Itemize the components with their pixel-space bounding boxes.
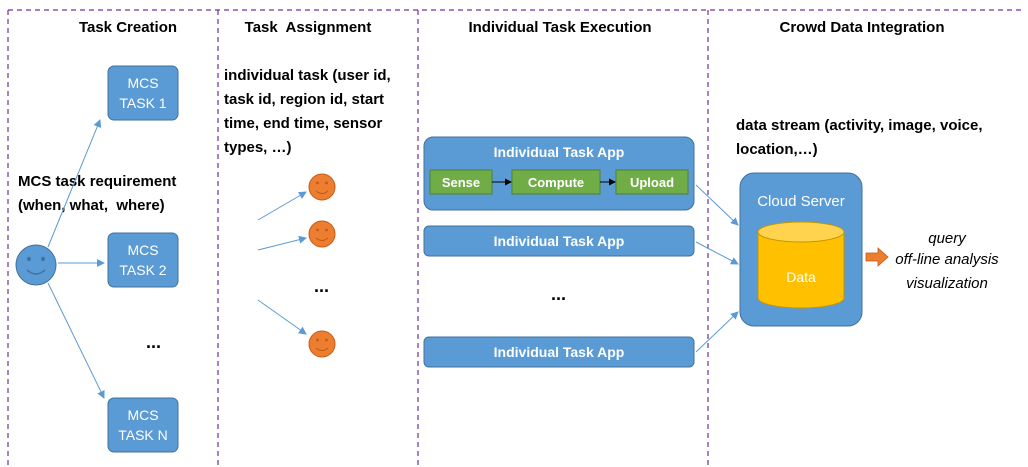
mcs-task-2-line2: TASK 2 <box>119 262 166 278</box>
database-icon <box>757 221 845 309</box>
output-visualization: visualization <box>906 275 988 292</box>
mcs-task-2-line1: MCS <box>127 242 158 258</box>
cloud-server-label: Cloud Server <box>757 193 845 210</box>
mcs-task-1-line2: TASK 1 <box>119 95 166 111</box>
stage-compute-label: Compute <box>528 175 584 190</box>
user-smiley-icon-2 <box>308 220 336 248</box>
data-stream-line2: location,…) <box>736 141 818 158</box>
app-ellipsis: ... <box>551 284 566 304</box>
data-stream-line1: data stream (activity, image, voice, <box>736 117 983 134</box>
mcs-task-1-box: MCS TASK 1 <box>107 65 179 121</box>
output-offline-analysis: off-line analysis <box>895 251 999 268</box>
output-arrow-icon <box>865 247 889 267</box>
arrow-to-user3 <box>257 299 307 335</box>
task-app-title: Individual Task App <box>494 144 625 160</box>
stage-upload-box <box>615 169 689 195</box>
stage-sense-label: Sense <box>442 175 480 190</box>
column-dividers <box>7 9 1024 467</box>
cloud-server-box: Cloud Server Data <box>739 172 863 327</box>
task-ellipsis: ... <box>146 332 161 352</box>
data-label: Data <box>786 269 816 285</box>
user-smiley-icon-1 <box>308 173 336 201</box>
output-query: query <box>928 230 967 247</box>
arrow-to-taskN <box>47 282 105 399</box>
header-task-creation: Task Creation <box>79 19 177 36</box>
mcs-task-2-box: MCS TASK 2 <box>107 232 179 288</box>
mcs-task-n-line2: TASK N <box>118 427 168 443</box>
stage-sense-box <box>429 169 493 195</box>
arrow-to-user1 <box>257 191 307 221</box>
header-task-execution: Individual Task Execution <box>468 19 651 36</box>
task-app-3-label: Individual Task App <box>494 344 625 360</box>
task-app-2-label: Individual Task App <box>494 233 625 249</box>
requester-smiley-icon <box>15 244 57 286</box>
assignment-desc-line2: task id, region id, start <box>224 91 384 108</box>
stage-compute-box <box>511 169 601 195</box>
task-app-expanded: Individual Task App Sense Compute Upload <box>423 136 695 211</box>
header-task-assignment: Task Assignment <box>245 19 372 36</box>
arrow-app1-to-cloud <box>695 184 739 226</box>
assignment-desc-line1: individual task (user id, <box>224 67 391 84</box>
arrow-app2-to-cloud <box>695 241 739 265</box>
user-smiley-icon-3 <box>308 330 336 358</box>
assignment-desc-line4: types, …) <box>224 139 292 156</box>
mcs-task-1-line1: MCS <box>127 75 158 91</box>
header-data-integration: Crowd Data Integration <box>779 19 944 36</box>
requirement-text-line1: MCS task requirement <box>18 173 176 190</box>
mcs-task-n-box: MCS TASK N <box>107 397 179 453</box>
assignment-desc-line3: time, end time, sensor <box>224 115 383 132</box>
stage-upload-label: Upload <box>630 175 674 190</box>
arrow-to-task1 <box>47 119 102 248</box>
mcs-task-n-line1: MCS <box>127 407 158 423</box>
user-ellipsis: ... <box>314 276 329 296</box>
task-app-box-2: Individual Task App <box>423 225 695 257</box>
task-app-box-3: Individual Task App <box>423 336 695 368</box>
arrow-app3-to-cloud <box>695 311 739 353</box>
requirement-text-line2: (when, what, where) <box>18 197 165 214</box>
arrow-to-user2 <box>257 235 307 251</box>
